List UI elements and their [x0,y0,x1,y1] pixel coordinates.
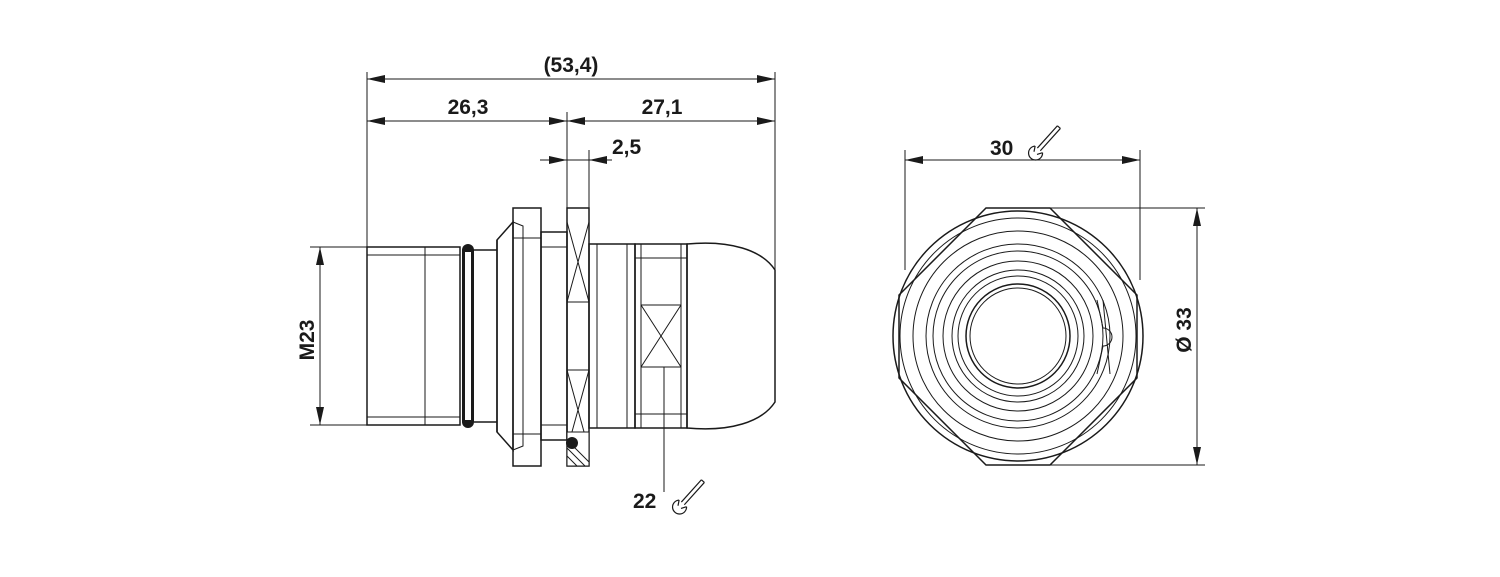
front-length-label: 26,3 [448,96,489,119]
side-view [366,207,776,467]
outer-diameter-dimension: Ø 33 [1173,208,1201,465]
rear-body [588,243,636,429]
side-view-dimensions: (53,4) 26,3 27,1 2,5 M23 [296,54,776,515]
flange [566,207,590,467]
outer-diameter-label: Ø 33 [1173,307,1196,353]
rear-nut-wrench-callout: 22 [633,367,705,515]
overall-length-label: (53,4) [544,54,599,77]
wrench-icon [1027,125,1061,161]
thread-label: M23 [296,320,319,361]
front-nut-wrench-label: 30 [990,137,1013,160]
threaded-body [366,246,461,426]
front-hex-nut [496,207,542,467]
rear-length-dimension: 27,1 [567,96,775,125]
thread-dimension: M23 [296,247,324,425]
rear-length-label: 27,1 [642,96,683,119]
front-nut-wrench-dimension: 30 [905,125,1140,164]
overall-length-dimension: (53,4) [367,54,775,83]
dome-cap [686,242,776,430]
o-ring [462,240,498,432]
front-length-dimension: 26,3 [367,96,567,125]
panel-gap [540,231,568,441]
rear-nut-wrench-label: 22 [633,490,656,513]
front-view [892,207,1144,466]
front-view-dimensions: 30 Ø 33 [904,125,1205,466]
wrench-icon [671,479,705,515]
rear-hex-nut [634,243,688,429]
flange-width-label: 2,5 [612,136,642,159]
flange-width-dimension: 2,5 [540,136,642,164]
